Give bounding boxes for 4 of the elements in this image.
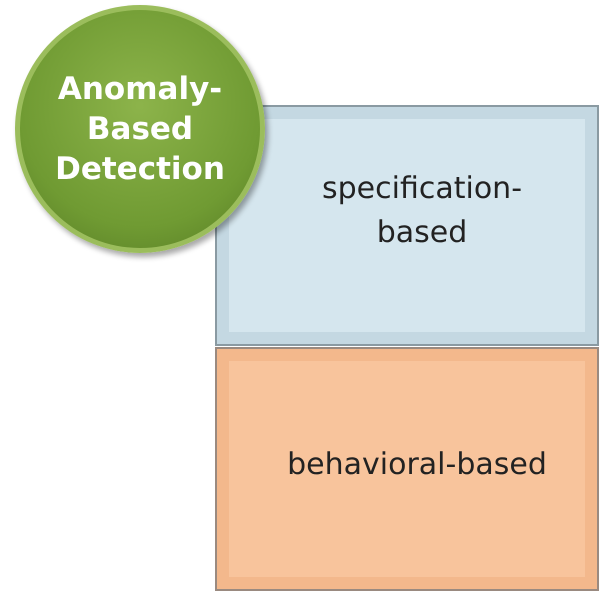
node-label: behavioral-based bbox=[287, 446, 547, 482]
node-label: specification- based bbox=[322, 170, 522, 252]
process-box bbox=[215, 347, 599, 591]
node-label: Anomaly- Based Detection bbox=[54, 70, 226, 190]
